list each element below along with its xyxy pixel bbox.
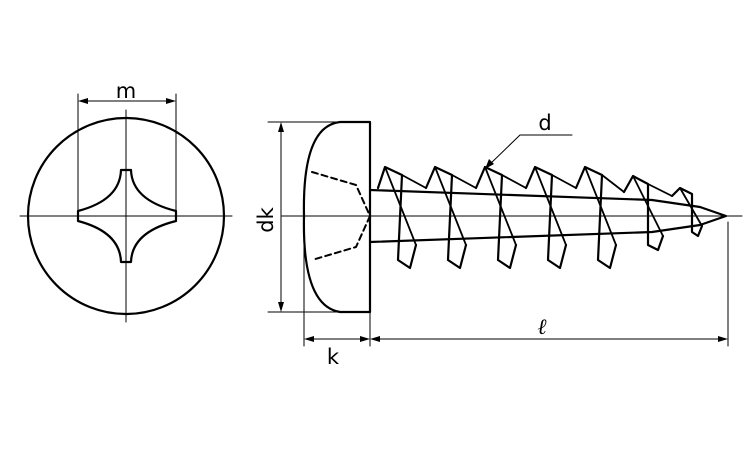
thread-flank bbox=[451, 174, 477, 189]
thread-flank bbox=[679, 187, 703, 227]
thread-flank bbox=[647, 183, 673, 197]
k-arrow-left bbox=[304, 336, 314, 342]
thread-crest bbox=[424, 165, 468, 270]
head-outline-circle bbox=[26, 116, 226, 316]
dk-arrow-top bbox=[278, 122, 284, 132]
top-view bbox=[19, 93, 233, 323]
thread-flank bbox=[551, 174, 577, 189]
thread-crest bbox=[574, 165, 618, 270]
k-label: k bbox=[327, 345, 340, 369]
thread-flank bbox=[401, 174, 427, 189]
thread-crest bbox=[376, 165, 418, 270]
d-leader-arrow bbox=[485, 159, 494, 169]
k-arrow-right bbox=[360, 336, 370, 342]
thread-crest bbox=[622, 174, 665, 252]
thread-flank bbox=[601, 174, 625, 193]
thread-flank bbox=[584, 166, 617, 246]
shank-core bbox=[368, 188, 728, 244]
thread-flank bbox=[484, 166, 517, 246]
dk-arrow-bottom bbox=[278, 302, 284, 312]
thread-flank bbox=[384, 166, 417, 246]
pan-head-outline bbox=[302, 120, 372, 314]
thread-crest bbox=[524, 165, 568, 270]
thread-crest bbox=[474, 165, 518, 270]
d-label: d bbox=[538, 111, 551, 135]
thread-crest bbox=[670, 186, 704, 238]
m-arrow-left bbox=[78, 98, 88, 104]
l-arrow-right bbox=[718, 336, 728, 342]
m-arrow-right bbox=[166, 98, 176, 104]
thread-flank bbox=[434, 166, 467, 246]
thread-flank bbox=[632, 175, 664, 237]
thread-flank bbox=[501, 174, 527, 189]
side-view bbox=[267, 120, 743, 347]
phillips-recess bbox=[76, 168, 178, 264]
l-label: ℓ bbox=[537, 315, 547, 340]
dk-label: dk bbox=[254, 206, 278, 232]
thread-crests bbox=[376, 165, 704, 270]
thread-flank bbox=[534, 166, 567, 246]
recess-hidden-line bbox=[311, 171, 371, 261]
l-arrow-left bbox=[370, 336, 380, 342]
thread-flanks bbox=[384, 166, 703, 246]
m-label: m bbox=[116, 79, 136, 103]
d-leader-diagonal bbox=[487, 134, 521, 167]
